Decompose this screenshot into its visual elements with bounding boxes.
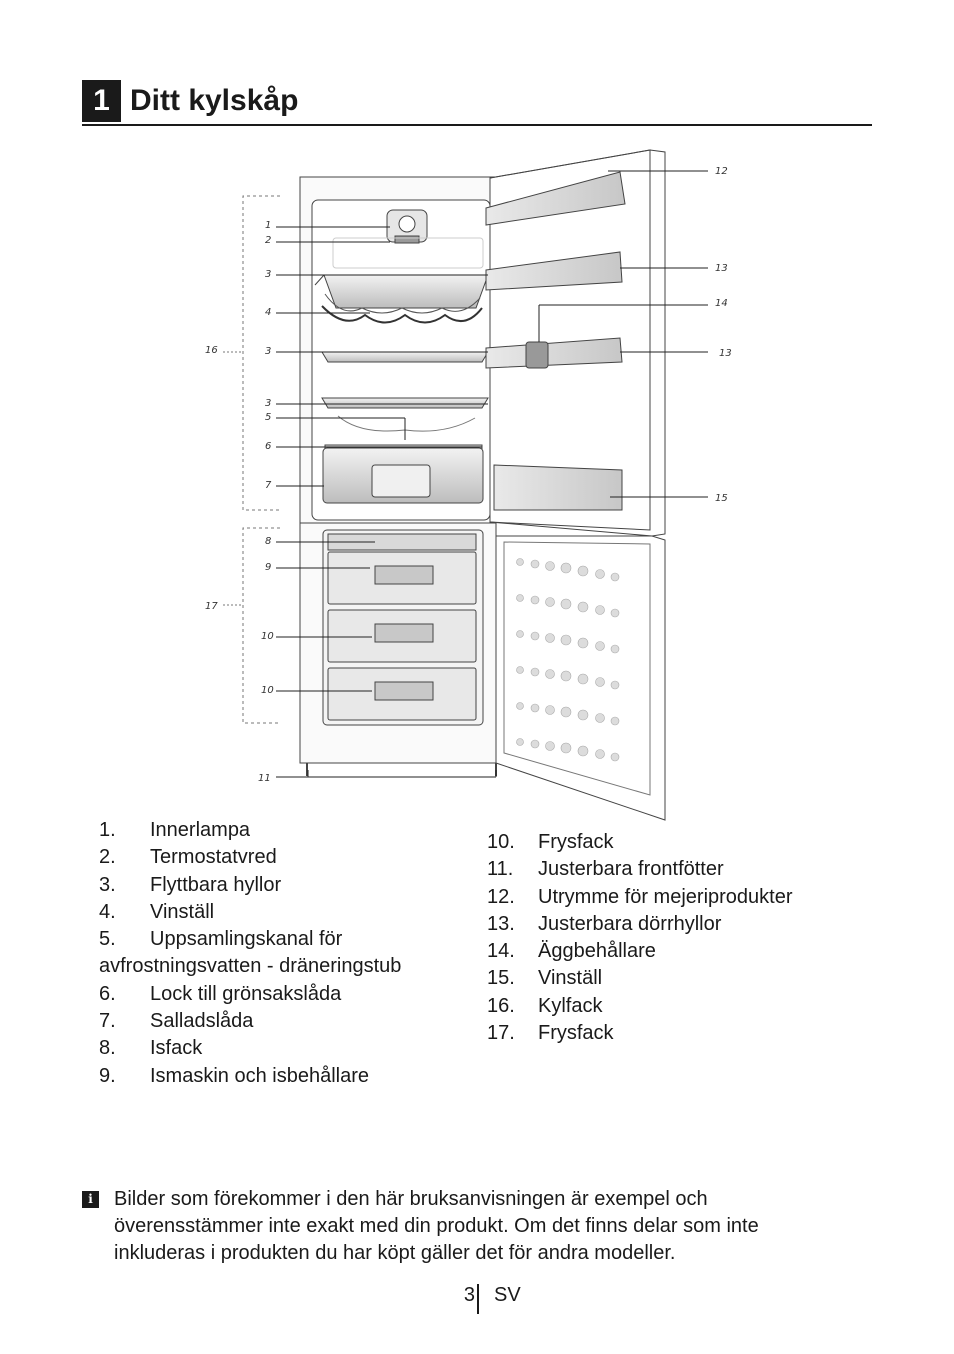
callout-6: 6 (265, 441, 271, 452)
callout-4: 4 (265, 307, 271, 318)
door-wine-rack (493, 464, 623, 511)
list-item: 14.Äggbehållare (487, 940, 656, 963)
list-item: 9.Ismaskin och isbehållare (99, 1064, 369, 1087)
wine-rack (321, 305, 483, 324)
callout-9: 9 (265, 562, 271, 573)
callout-1: 1 (265, 220, 271, 231)
list-item: 7.Salladslåda (99, 1010, 254, 1033)
refrigerator-diagram: 1 2 3 4 3 3 5 6 7 8 9 10 10 11 12 13 14 … (205, 149, 732, 821)
list-item: 3.Flyttbara hyllor (99, 873, 282, 896)
list-item: 15.Vinställ (487, 967, 603, 990)
page-number: 3 (463, 1284, 475, 1306)
footer-divider (477, 1284, 479, 1314)
list-item: 11.Justerbara frontfötter (487, 858, 724, 881)
list-item: 17.Frysfack (487, 1022, 614, 1045)
door-shelf-upper (485, 251, 623, 291)
chapter-header: 1 Ditt kylskåp (82, 80, 872, 126)
list-item: 2.Termostatvred (99, 846, 277, 869)
callout-10a: 10 (261, 631, 274, 642)
callout-12: 12 (715, 166, 728, 177)
list-item: 12.Utrymme för mejeriprodukter (487, 885, 793, 908)
info-icon: i (82, 1191, 99, 1208)
callout-17: 17 (205, 601, 218, 612)
freezer-door-pattern (516, 558, 620, 762)
shelf-3 (321, 397, 489, 409)
callout-5: 5 (265, 412, 271, 423)
callout-11: 11 (258, 773, 271, 784)
callout-15: 15 (715, 493, 728, 504)
callout-13a: 13 (715, 263, 728, 274)
page-footer: 3 SV (430, 1284, 550, 1314)
callout-14: 14 (715, 298, 728, 309)
list-item: 4.Vinställ (99, 900, 215, 923)
door-shelf-dairy (485, 171, 626, 226)
list-item: 1.Innerlampa (99, 819, 251, 841)
freezer-drawers (327, 551, 477, 721)
list-item: 13.Justerbara dörrhyllor (487, 912, 722, 935)
callout-8: 8 (265, 536, 271, 547)
legend-list-left: 1.Innerlampa 2.Termostatvred 3.Flyttbara… (99, 817, 449, 1090)
callout-3b: 3 (265, 346, 271, 357)
note-text: Bilder som förekommer i den här bruksanv… (114, 1188, 759, 1264)
list-item: 10.Frysfack (487, 831, 614, 853)
language-code: SV (494, 1284, 521, 1306)
egg-tray (525, 341, 549, 369)
bracket-17 (242, 527, 280, 724)
callout-3c: 3 (265, 398, 271, 409)
chapter-number: 1 (82, 80, 121, 122)
callout-2: 2 (265, 235, 271, 246)
callout-13b: 13 (719, 348, 732, 359)
page-title: Ditt kylskåp (130, 84, 299, 117)
legend-list-right: 10.Frysfack 11.Justerbara frontfötter 12… (487, 829, 867, 1047)
list-item: 8.Isfack (99, 1037, 203, 1060)
callout-3a: 3 (265, 269, 271, 280)
callout-7: 7 (265, 480, 272, 491)
door-shelf-middle (485, 337, 623, 369)
list-item: 16.Kylfack (487, 994, 603, 1017)
list-item: 6.Lock till grönsakslåda (99, 982, 342, 1005)
callout-10b: 10 (261, 685, 274, 696)
shelf-2 (321, 351, 489, 363)
bracket-16 (242, 195, 280, 511)
shelf-1 (323, 274, 489, 309)
callout-16: 16 (205, 345, 218, 356)
